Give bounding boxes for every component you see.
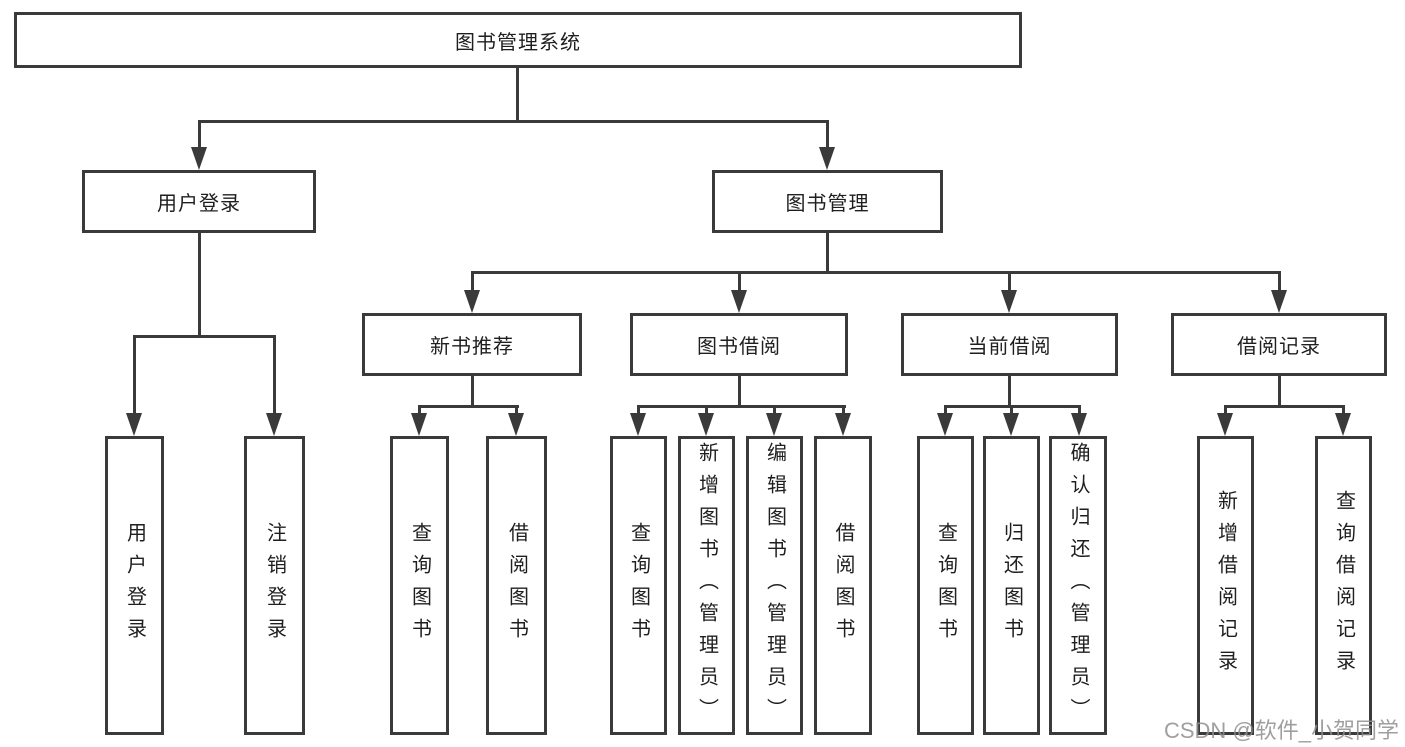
leaf-borrow-books-borrow: 借阅图书 (814, 436, 872, 735)
arrowhead-down-icon (731, 290, 747, 313)
arrowhead-down-icon (835, 413, 851, 436)
connector-line (637, 405, 640, 419)
leaf-query-borrow-record: 查询借阅记录 (1315, 436, 1372, 735)
leaf-query-books-current-label: 查询图书 (934, 521, 957, 650)
leaf-add-book-admin-label: 新增图书（管理员） (695, 441, 718, 730)
leaf-query-borrow-record-label: 查询借阅记录 (1332, 489, 1355, 682)
connector-line (515, 405, 518, 419)
arrowhead-down-icon (464, 290, 480, 313)
leaf-borrow-books-recommend: 借阅图书 (486, 436, 547, 735)
connector-line (418, 405, 421, 419)
arrowhead-down-icon (266, 413, 282, 436)
arrowhead-down-icon (1003, 413, 1019, 436)
connector-line (1008, 376, 1011, 405)
node-current-borrow: 当前借阅 (901, 313, 1118, 376)
leaf-user-login: 用户登录 (105, 436, 164, 735)
node-book-borrow-label: 图书借阅 (697, 336, 781, 358)
connector-line (418, 405, 519, 408)
arrowhead-down-icon (126, 413, 142, 436)
node-current-borrow-label: 当前借阅 (967, 336, 1052, 358)
leaf-edit-book-admin: 编辑图书（管理员） (746, 436, 803, 735)
node-book-management: 图书管理 (712, 170, 943, 233)
node-user-login: 用户登录 (82, 170, 316, 233)
leaf-query-books-recommend-label: 查询图书 (408, 521, 431, 650)
leaf-borrow-books-recommend-label: 借阅图书 (505, 521, 528, 650)
connector-line (826, 120, 829, 154)
connector-line (1008, 271, 1011, 295)
leaf-edit-book-admin-label: 编辑图书（管理员） (763, 441, 786, 730)
node-new-book-recommend: 新书推荐 (362, 313, 582, 376)
connector-line (826, 233, 829, 271)
connector-line (738, 376, 741, 405)
connector-line (471, 271, 474, 295)
leaf-add-book-admin: 新增图书（管理员） (678, 436, 735, 735)
connector-line (273, 335, 276, 419)
connector-line (1342, 405, 1345, 419)
arrowhead-down-icon (766, 413, 782, 436)
leaf-query-books-current: 查询图书 (917, 436, 974, 735)
node-book-borrow: 图书借阅 (630, 313, 848, 376)
arrowhead-down-icon (411, 413, 427, 436)
connector-line (773, 405, 776, 419)
connector-line (198, 120, 829, 123)
node-new-book-recommend-label: 新书推荐 (430, 336, 514, 358)
leaf-add-borrow-record-label: 新增借阅记录 (1214, 489, 1237, 682)
connector-line (1278, 376, 1281, 405)
connector-line (705, 405, 708, 419)
leaf-add-borrow-record: 新增借阅记录 (1197, 436, 1254, 735)
leaf-confirm-return-admin-label: 确认归还（管理员） (1067, 441, 1089, 730)
connector-line (1224, 405, 1227, 419)
node-root: 图书管理系统 (14, 12, 1022, 68)
node-user-login-label: 用户登录 (157, 193, 241, 215)
connector-line (133, 335, 136, 419)
arrowhead-down-icon (1217, 413, 1233, 436)
connector-line (944, 405, 947, 419)
leaf-logout: 注销登录 (244, 436, 305, 735)
arrowhead-down-icon (630, 413, 646, 436)
connector-line (133, 335, 276, 338)
arrowhead-down-icon (698, 413, 714, 436)
connector-line (471, 271, 1281, 274)
node-book-management-label: 图书管理 (785, 193, 870, 215)
leaf-user-login-label: 用户登录 (123, 521, 146, 650)
leaf-logout-label: 注销登录 (263, 521, 286, 650)
connector-line (1224, 405, 1345, 408)
arrowhead-down-icon (1071, 413, 1087, 436)
connector-line (842, 405, 845, 419)
connector-line (471, 376, 474, 405)
arrowhead-down-icon (1271, 290, 1287, 313)
connector-line (1078, 405, 1081, 419)
watermark: CSDN @软件_小贺同学 (1163, 718, 1399, 743)
arrowhead-down-icon (937, 413, 953, 436)
connector-line (516, 68, 519, 120)
connector-line (1278, 271, 1281, 295)
leaf-query-books-borrow: 查询图书 (610, 436, 667, 735)
leaf-confirm-return-admin: 确认归还（管理员） (1049, 436, 1107, 735)
node-borrow-record: 借阅记录 (1171, 313, 1387, 376)
leaf-query-books-borrow-label: 查询图书 (627, 521, 650, 650)
leaf-return-books-label: 归还图书 (1000, 521, 1023, 650)
leaf-borrow-books-borrow-label: 借阅图书 (832, 521, 854, 650)
arrowhead-down-icon (1335, 413, 1351, 436)
arrowhead-down-icon (1001, 290, 1017, 313)
node-borrow-record-label: 借阅记录 (1237, 336, 1321, 358)
leaf-query-books-recommend: 查询图书 (390, 436, 449, 735)
leaf-return-books: 归还图书 (983, 436, 1040, 735)
connector-line (198, 233, 201, 335)
connector-line (198, 120, 201, 154)
connector-line (637, 405, 846, 408)
node-root-label: 图书管理系统 (455, 31, 581, 54)
arrowhead-down-icon (508, 413, 524, 436)
connector-line (738, 271, 741, 295)
arrowhead-down-icon (191, 147, 207, 170)
connector-line (1010, 405, 1013, 419)
arrowhead-down-icon (819, 147, 835, 170)
